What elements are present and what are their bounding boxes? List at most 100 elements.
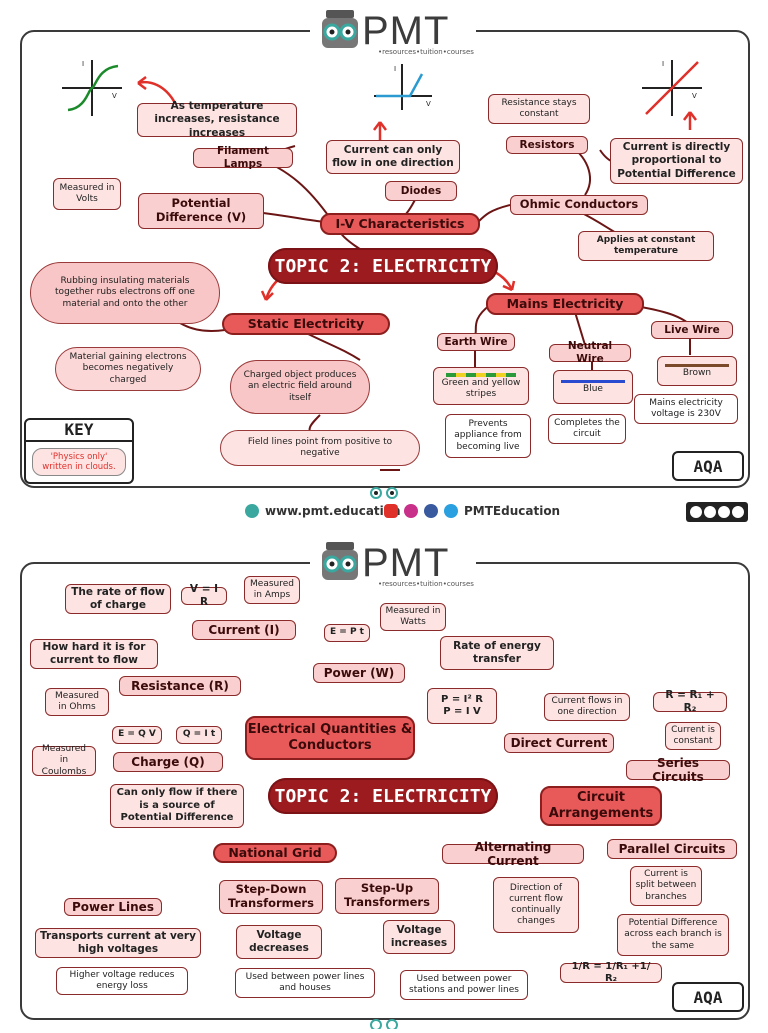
brown-wire-icon [665, 363, 729, 367]
youtube-icon[interactable] [384, 504, 398, 518]
pmt-logo: PMT •resources•tuition•courses [310, 4, 476, 58]
proportional-note: Current is directly proportional to Pote… [610, 138, 743, 184]
brand-name: PMT [362, 9, 450, 53]
page2-center-title: TOPIC 2: ELECTRICITY [268, 778, 498, 814]
filament-graph-icon: I V [62, 60, 122, 116]
national-grid-branch: National Grid [213, 843, 337, 863]
power-lines-note-1: Transports current at very high voltages [35, 928, 201, 958]
live-wire-note: Mains electricity voltage is 230V [634, 394, 738, 424]
current-formula: V = I R [181, 583, 227, 608]
neutral-wire-note: Completes the circuit [548, 414, 626, 444]
power-lines-box: Power Lines [64, 898, 162, 916]
brand-tagline-2: •resources•tuition•courses [378, 580, 474, 588]
svg-text:V: V [112, 92, 117, 100]
aqa-badge-1: AQA [672, 451, 744, 481]
circuit-arrangements-branch: Circuit Arrangements [540, 786, 662, 826]
live-wire-colour-text: Brown [682, 367, 712, 378]
parallel-note-1: Current is split between branches [630, 866, 702, 906]
glasses-icon-2 [366, 1014, 402, 1031]
key-box: KEY 'Physics only' written in clouds. [24, 418, 134, 484]
earth-wire-box: Earth Wire [437, 333, 515, 351]
instagram-icon[interactable] [404, 504, 418, 518]
diodes-note: Current can only flow in one direction [326, 140, 460, 174]
charge-unit: Measured in Coulombs [32, 744, 96, 777]
resistors-note: Resistance stays constant [488, 94, 590, 124]
aqa-badge-2: AQA [672, 982, 744, 1012]
current-unit: Measured in Amps [244, 576, 300, 604]
neutral-wire-box: Neutral Wire [549, 340, 631, 365]
filament-lamps-box: Filament Lamps [193, 145, 293, 170]
iv-characteristics-branch: I-V Characteristics [320, 213, 480, 235]
power-formulas: P = I² R P = I V [427, 688, 497, 724]
pd-box: Potential Difference (V) [138, 193, 264, 229]
step-down-note-2: Used between power lines and houses [235, 968, 375, 998]
step-up-box: Step-Up Transformers [335, 878, 439, 914]
static-cloud-1: Rubbing insulating materials together ru… [30, 262, 220, 324]
owl-icon [322, 10, 358, 48]
pmt-logo-2: PMT •resources•tuition•courses [310, 536, 476, 590]
svg-text:V: V [426, 100, 431, 108]
series-note: Current is constant [665, 722, 721, 750]
svg-text:V: V [692, 92, 697, 100]
key-title: KEY [26, 420, 132, 442]
facebook-icon[interactable] [424, 504, 438, 518]
power-formula-1: E = P t [324, 624, 370, 642]
neutral-wire-colour-text: Blue [583, 383, 603, 394]
diode-graph-icon: I V [374, 64, 432, 110]
volts-note: Measured in Volts [53, 178, 121, 210]
static-cloud-4: Field lines point from positive to negat… [220, 430, 420, 466]
creative-commons-icon [686, 502, 748, 522]
live-wire-box: Live Wire [651, 321, 733, 339]
series-formula: R = R₁ + R₂ [653, 689, 727, 714]
social-handle[interactable]: PMTEducation [464, 504, 561, 518]
svg-text:I: I [82, 60, 84, 68]
earth-wire-note: Prevents appliance from becoming live [445, 414, 531, 458]
charge-formula-2: Q = I t [176, 726, 222, 744]
green-yellow-wire-icon [446, 372, 516, 377]
website-link[interactable]: www.pmt.education [265, 504, 401, 518]
electrical-quantities-branch: Electrical Quantities & Conductors [245, 716, 415, 760]
dc-box: Direct Current [504, 733, 614, 753]
mains-electricity-branch: Mains Electricity [486, 293, 644, 315]
parallel-note-2: Potential Difference across each branch … [617, 914, 729, 956]
power-lines-note-2: Higher voltage reduces energy loss [56, 967, 188, 995]
ohmic-graph-icon: I V [642, 60, 702, 116]
live-wire-colour: Brown [657, 356, 737, 386]
resistance-unit: Measured in Ohms [45, 688, 109, 716]
parallel-box: Parallel Circuits [607, 839, 737, 859]
charge-formula-1: E = Q V [112, 726, 162, 744]
key-text: 'Physics only' written in clouds. [32, 448, 126, 476]
static-cloud-2: Material gaining electrons becomes negat… [55, 347, 201, 391]
parallel-formula: 1/R = 1/R₁ +1/ R₂ [560, 961, 662, 984]
step-up-note-1: Voltage increases [383, 920, 455, 954]
current-box: Current (I) [192, 620, 296, 640]
brand-name-2: PMT [362, 541, 450, 585]
step-down-note-1: Voltage decreases [236, 925, 322, 959]
filament-note: As temperature increases, resistance inc… [137, 100, 297, 139]
twitter-icon[interactable] [444, 504, 458, 518]
ac-note: Direction of current flow continually ch… [493, 877, 579, 933]
charge-note: Can only flow if there is a source of Po… [110, 784, 244, 828]
earth-wire-colour: Green and yellow stripes [433, 367, 529, 405]
blue-wire-icon [561, 379, 625, 383]
footer-social[interactable]: PMTEducation [384, 504, 560, 518]
page1-center-title: TOPIC 2: ELECTRICITY [268, 248, 498, 284]
step-down-box: Step-Down Transformers [219, 880, 323, 914]
power-formula-3: P = I V [443, 706, 481, 717]
svg-text:I: I [394, 65, 396, 73]
footer-website[interactable]: www.pmt.education [245, 504, 401, 518]
resistors-box: Resistors [506, 136, 588, 154]
brand-tagline: •resources•tuition•courses [378, 48, 474, 56]
power-def: Rate of energy transfer [440, 636, 554, 670]
power-box: Power (W) [313, 663, 405, 683]
power-formula-2: P = I² R [441, 693, 483, 705]
ohmic-conductors-box: Ohmic Conductors [510, 195, 648, 215]
glasses-icon-1 [366, 484, 402, 499]
earth-wire-colour-text: Green and yellow stripes [441, 377, 521, 399]
ohmic-note: Applies at constant temperature [578, 231, 714, 261]
static-electricity-branch: Static Electricity [222, 313, 390, 335]
owl-icon-2 [322, 542, 358, 580]
diodes-box: Diodes [385, 181, 457, 201]
neutral-wire-colour: Blue [553, 370, 633, 404]
cursor-icon [245, 504, 259, 518]
